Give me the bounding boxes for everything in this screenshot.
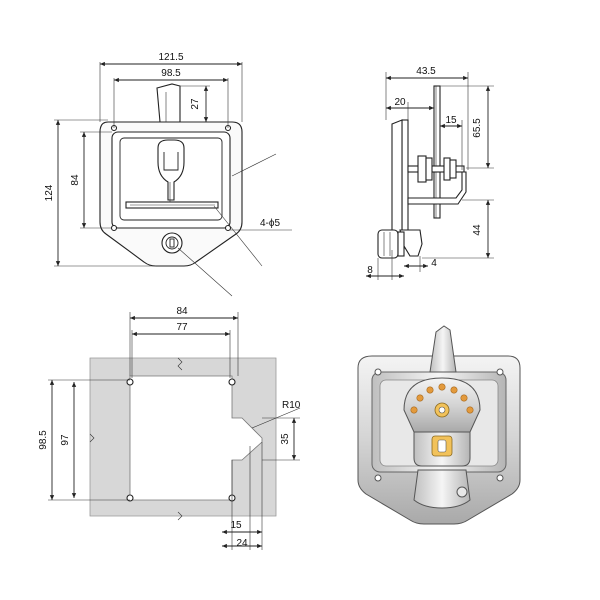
- render-dot: [416, 394, 424, 402]
- dim-notch: 35: [280, 433, 291, 445]
- side-plate: [401, 119, 409, 249]
- dim-width-inner: 98.5: [161, 68, 181, 79]
- mount-hole-br: [224, 224, 232, 232]
- dim-height-outer: 124: [44, 184, 55, 201]
- dim-bottom-outer: 24: [236, 538, 248, 549]
- dim-cut-height-inner: 97: [60, 434, 71, 446]
- side-cylinder-nut: [397, 231, 405, 257]
- dim-upper: 65.5: [472, 118, 483, 138]
- product-render: [357, 325, 521, 525]
- dim-width-outer: 121.5: [158, 52, 183, 63]
- render-dot: [460, 394, 468, 402]
- side-view: 43.5 20 15 65.5 44 8 4: [366, 66, 494, 280]
- dim-cut-height-outer: 98.5: [38, 430, 49, 450]
- cutout-hole-tr: [228, 378, 236, 386]
- render-hole-tl: [374, 368, 382, 376]
- side-cylinder: [377, 229, 399, 259]
- render-keyhole: [437, 439, 447, 453]
- leader-line: [177, 247, 233, 297]
- front-recess-inner: [119, 137, 223, 221]
- render-cylinder: [413, 469, 471, 509]
- render-dot: [466, 406, 474, 414]
- dim-depth-total: 43.5: [416, 66, 436, 77]
- side-nut-4: [449, 159, 457, 179]
- side-nut-2: [425, 157, 433, 181]
- render-dot: [410, 406, 418, 414]
- front-handle-top: [156, 83, 181, 123]
- front-view: 121.5 98.5 27 124 84 4-ϕ5: [44, 52, 292, 297]
- dim-cut-width-outer: 84: [176, 306, 188, 317]
- dim-lower: 44: [472, 224, 483, 236]
- break-mark: [89, 433, 95, 443]
- dim-offset: 15: [445, 115, 457, 126]
- cutout-hole-bl: [126, 494, 134, 502]
- mount-hole-bl: [110, 224, 118, 232]
- render-dot: [426, 386, 434, 394]
- side-nut-1: [417, 155, 427, 183]
- render-hole-bl: [374, 474, 382, 482]
- render-hole-br: [496, 474, 504, 482]
- render-pivot-center: [438, 406, 446, 414]
- break-mark: [177, 357, 183, 371]
- front-lock-slot: [163, 152, 179, 171]
- dim-left: 8: [367, 265, 373, 276]
- side-bracket: [407, 171, 467, 205]
- dim-flange: 20: [394, 97, 406, 108]
- hole-callout: 4-ϕ5: [260, 218, 280, 229]
- dim-cut-width-inner: 77: [176, 322, 188, 333]
- render-dot: [450, 386, 458, 394]
- side-plate-flange-top: [391, 119, 403, 249]
- dim-height-inner: 84: [70, 174, 81, 186]
- dim-radius: R10: [282, 400, 301, 411]
- front-key-ring: [165, 236, 179, 250]
- front-key-cylinder: [161, 232, 183, 254]
- leader-line: [213, 205, 263, 267]
- side-nut-3: [443, 157, 451, 181]
- leader-line: [231, 153, 277, 177]
- break-mark: [177, 511, 183, 521]
- dim-bottom-inner: 15: [230, 520, 242, 531]
- cutout-view: 84 77 98.5 97 R10 35 15 24: [38, 306, 301, 550]
- render-dot: [438, 383, 446, 391]
- cutout-hole-tl: [126, 378, 134, 386]
- side-handle: [433, 85, 441, 219]
- dim-handle-height: 27: [190, 98, 201, 110]
- render-screw: [456, 486, 468, 498]
- dim-right: 4: [431, 258, 437, 269]
- side-shaft: [407, 165, 465, 173]
- render-handle-top: [429, 325, 457, 373]
- front-key-slot: [169, 238, 175, 248]
- render-hole-tr: [496, 368, 504, 376]
